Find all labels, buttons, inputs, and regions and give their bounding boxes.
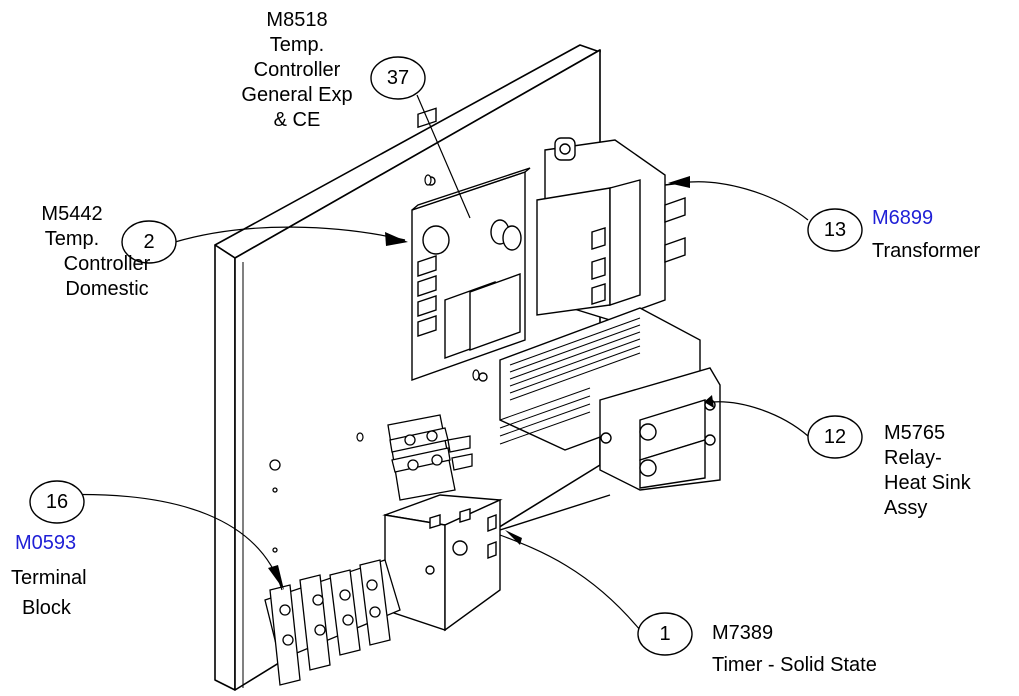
part-link-m0593[interactable]: M0593 <box>15 532 77 554</box>
upper-terminal-block <box>387 414 473 501</box>
callout-circles <box>29 56 863 656</box>
callout-circle-12 <box>807 415 863 459</box>
leader-arrowheads <box>268 176 714 590</box>
timer <box>382 494 611 632</box>
callout-number-16: 16 <box>45 491 69 513</box>
label-37: M8518 Temp. Controller General Exp & CE <box>227 8 367 133</box>
label-37-line3: Controller <box>253 59 341 81</box>
label-2b: Controller Domestic <box>42 252 172 302</box>
label-12-line3: Heat Sink <box>884 472 971 494</box>
label-37-part: M8518 <box>266 9 328 31</box>
callout-circle-13 <box>807 208 863 252</box>
label-1-desc: Timer - Solid State <box>712 654 877 676</box>
label-2-line2: Temp. <box>44 228 100 250</box>
callout-circle-16 <box>29 480 85 524</box>
transformer <box>536 137 691 321</box>
callout-number-13: 13 <box>823 219 847 241</box>
label-2: M5442 Temp. <box>22 202 122 252</box>
relay-heat-sink <box>499 307 721 491</box>
part-link-m6899[interactable]: M6899 <box>872 207 934 229</box>
label-12-line4: Assy <box>884 497 928 519</box>
callout-circle-2 <box>121 220 177 264</box>
callout-circle-1 <box>637 612 693 656</box>
label-12-part: M5765 <box>884 422 946 444</box>
label-37-line2: Temp. <box>269 34 325 56</box>
label-37-line5: & CE <box>273 109 321 131</box>
callout-circle-37 <box>370 56 426 100</box>
lower-terminal-block <box>264 459 401 686</box>
label-2-line4: Domestic <box>65 278 149 300</box>
label-2-line3: Controller <box>63 253 151 275</box>
label-37-line4: General Exp <box>241 84 353 106</box>
callout-number-12: 12 <box>823 426 847 448</box>
label-16-line2: Block <box>22 597 71 619</box>
panel-holes <box>356 174 480 442</box>
callout-number-1: 1 <box>659 623 671 645</box>
temp-controller-board <box>411 107 531 382</box>
label-12-line2: Relay- <box>884 447 942 469</box>
label-1-part: M7389 <box>712 622 774 644</box>
label-12: M5765 Relay- Heat Sink Assy <box>884 421 971 521</box>
callout-number-37: 37 <box>386 67 410 89</box>
callout-number-2: 2 <box>143 231 155 253</box>
leader-lines <box>54 94 809 631</box>
label-13-desc: Transformer <box>872 240 981 262</box>
label-2-part: M5442 <box>41 203 103 225</box>
label-16-line1: Terminal <box>11 567 87 589</box>
